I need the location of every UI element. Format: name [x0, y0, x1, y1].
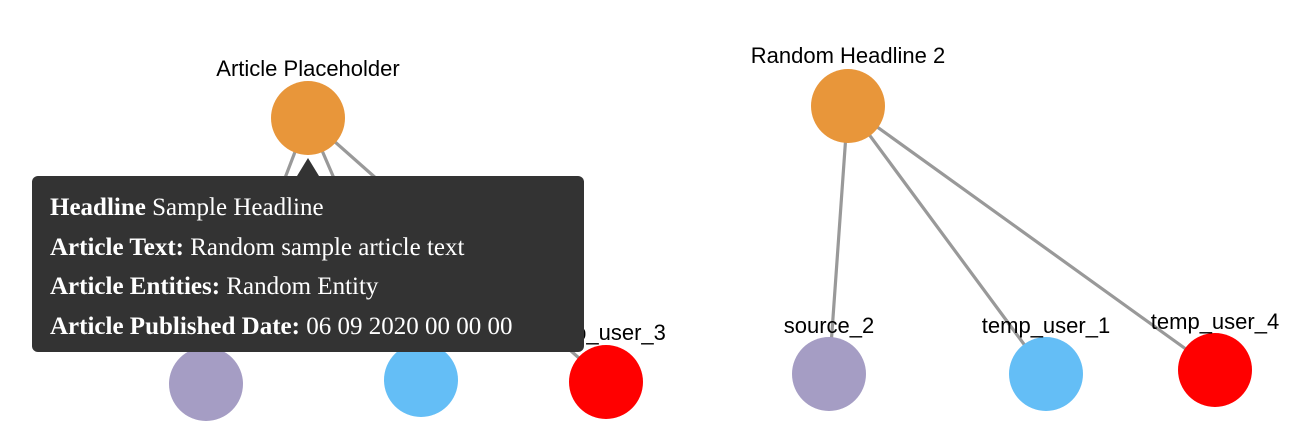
tooltip-value: Random sample article text [190, 233, 465, 261]
graph-edge [827, 104, 850, 376]
article-node[interactable] [271, 81, 345, 155]
entity-node[interactable] [792, 337, 866, 411]
entity-node[interactable] [1009, 337, 1083, 411]
tooltip-value: Random Entity [226, 273, 379, 300]
tooltip-value: Sample Headline [152, 194, 324, 221]
tooltip-value: 06 09 2020 00 00 00 [306, 312, 513, 340]
graph-edge [846, 104, 1048, 376]
article-node-label: Article Placeholder [216, 56, 399, 81]
tooltip-key: Article Text: [50, 233, 184, 261]
tooltip-key: Headline [50, 194, 146, 221]
tooltip-row-article-text: Article Text: Random sample article text [50, 228, 566, 268]
tooltip-row-published-date: Article Published Date: 06 09 2020 00 00… [50, 307, 566, 347]
entity-node[interactable] [169, 347, 243, 421]
entity-node[interactable] [1178, 333, 1252, 407]
article-node[interactable] [811, 69, 885, 143]
tooltip-row-headline: Headline Sample Headline [50, 188, 566, 228]
entity-node[interactable] [384, 343, 458, 417]
tooltip-row-article-entities: Article Entities: Random Entity [50, 267, 566, 307]
entity-node-label: temp_user_1 [982, 313, 1110, 338]
entity-node-label: p_user_3 [574, 320, 666, 345]
entity-node-label: source_2 [784, 313, 875, 338]
tooltip-arrow [297, 158, 319, 176]
article-tooltip: Headline Sample Headline Article Text: R… [32, 176, 584, 352]
entity-node[interactable] [569, 345, 643, 419]
tooltip-key: Article Entities: [50, 273, 221, 300]
article-node-label: Random Headline 2 [751, 43, 945, 68]
tooltip-key: Article Published Date: [50, 312, 300, 340]
graph-edge [846, 104, 1217, 372]
entity-node-label: temp_user_4 [1151, 309, 1279, 334]
